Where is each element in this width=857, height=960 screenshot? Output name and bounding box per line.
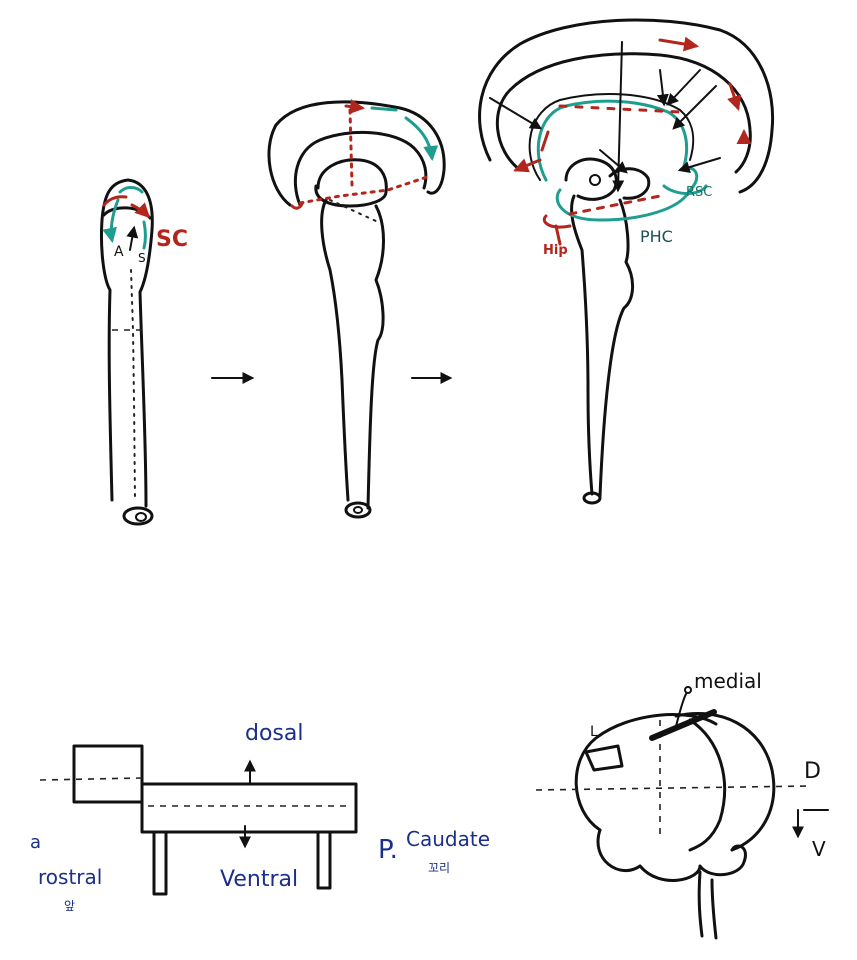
stage3-brain [478, 18, 775, 505]
label-rsc: RSC [686, 185, 712, 200]
label-dorsal-right: D [804, 759, 821, 784]
label-hip: Hip [543, 243, 568, 258]
label-ventral: Ventral [220, 867, 298, 892]
label-medial: medial [694, 669, 762, 693]
label-rostral-kr: 앞 [64, 899, 75, 913]
label-a: A [114, 244, 124, 260]
label-posterior: P. [378, 835, 398, 865]
label-caudate: Caudate [406, 827, 490, 851]
label-s: S [138, 251, 146, 265]
label-ventral-right: V [812, 837, 826, 861]
orientation-table-sketch [39, 744, 358, 896]
label-phc: PHC [640, 227, 673, 246]
stage1-neural-tube [100, 178, 154, 526]
label-anterior: a [30, 832, 41, 853]
label-dorsal: dosal [245, 721, 303, 746]
label-sc: SC [156, 227, 188, 252]
brain-orientation-sketch [535, 686, 829, 940]
stage2-brain [267, 99, 446, 519]
label-rostral: rostral [38, 865, 102, 889]
label-caudate-kr: 꼬리 [428, 861, 450, 875]
label-lateral: L [590, 724, 598, 740]
